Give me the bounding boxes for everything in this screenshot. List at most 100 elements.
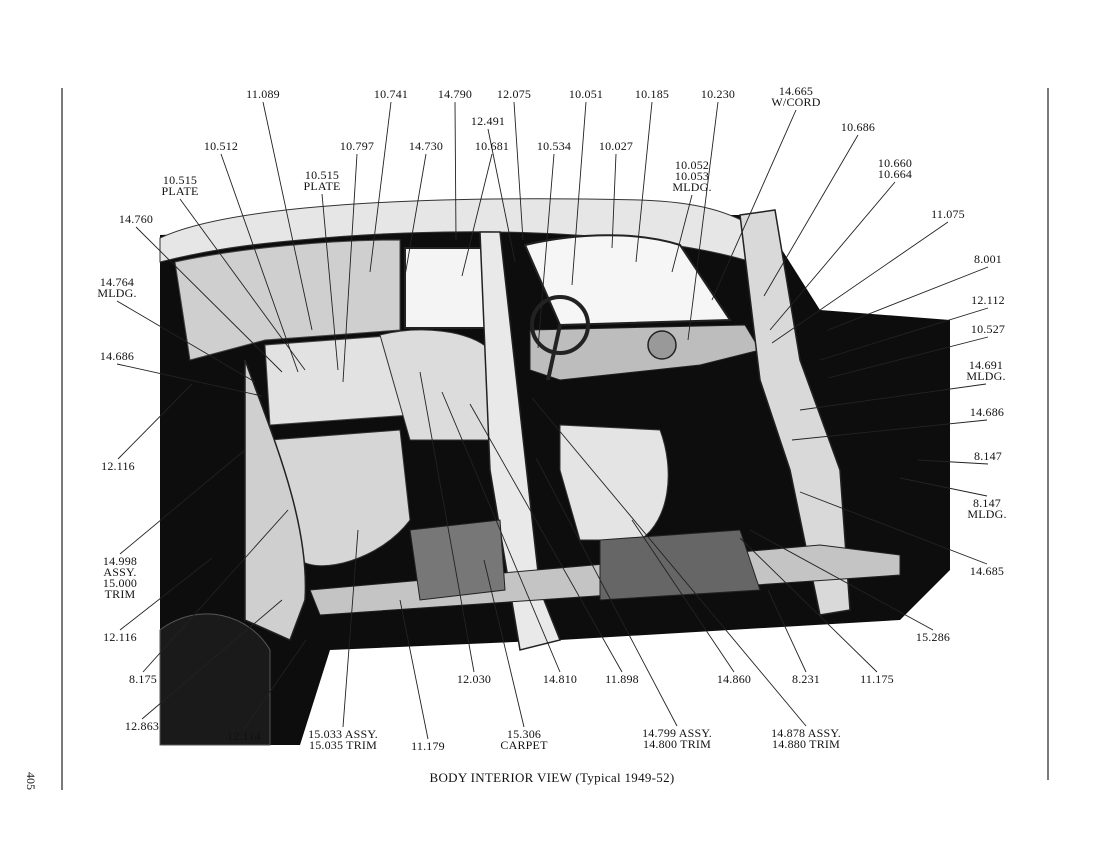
figure-caption: BODY INTERIOR VIEW (Typical 1949-52): [429, 770, 675, 785]
leader-line: [799, 383, 987, 411]
callout-label: 12.491: [470, 114, 506, 128]
callout-label: 14.686: [99, 349, 135, 363]
callout-label: 10.052 10.053 MLDG.: [672, 158, 712, 194]
leader-line: [404, 153, 427, 277]
page-number: 405: [24, 772, 38, 790]
callout-label: 10.797: [339, 139, 375, 153]
callout-label: 10.534: [536, 139, 572, 153]
leader-line: [243, 639, 307, 730]
steering-wheel: [530, 295, 590, 355]
callout-label: 14.691 MLDG.: [966, 358, 1006, 383]
callout-label: 14.790: [437, 87, 473, 101]
callout-label: 15.286: [915, 630, 951, 644]
leader-line: [571, 101, 587, 286]
leader-line: [469, 403, 623, 673]
rear-side-window: [404, 247, 486, 329]
front-seat-cushion: [559, 424, 669, 541]
leader-line: [537, 153, 555, 349]
leader-line: [441, 391, 561, 673]
leader-lines: [116, 101, 989, 740]
leader-line: [631, 519, 735, 673]
leader-line: [711, 109, 797, 301]
leader-line: [635, 101, 653, 263]
leader-line: [535, 457, 678, 727]
callout-label: 8.147: [974, 449, 1002, 463]
callout-label: 14.760: [118, 212, 154, 226]
leader-line: [671, 194, 693, 273]
callout-label: 11.075: [931, 207, 965, 221]
leader-line: [611, 153, 617, 249]
leader-line: [119, 449, 246, 555]
leader-line: [321, 193, 339, 371]
leader-line: [791, 419, 988, 441]
headliner: [174, 239, 401, 361]
callout-label: 10.660 10.664: [877, 156, 913, 181]
callout-label: 12.116: [103, 630, 137, 644]
callout-label: 10.185: [634, 87, 670, 101]
leader-line: [369, 101, 392, 273]
callout-label: 14.764 MLDG.: [97, 275, 137, 300]
leader-line: [461, 153, 493, 277]
leader-line: [749, 529, 934, 631]
callout-label: 14.665 W/CORD: [771, 84, 821, 109]
callout-label: 12.863: [124, 719, 160, 733]
callout-label: 10.027: [598, 139, 634, 153]
dashboard: [529, 324, 761, 381]
leader-line: [771, 221, 949, 344]
rear-fender: [159, 613, 271, 746]
callout-label: 14.730: [408, 139, 444, 153]
callout-label: 10.741: [373, 87, 409, 101]
callout-label: 10.527: [970, 322, 1006, 336]
callout-label: 10.686: [840, 120, 876, 134]
leader-line: [117, 383, 193, 460]
leader-line: [116, 363, 263, 397]
callout-label: 12.075: [496, 87, 532, 101]
leader-line: [116, 300, 256, 383]
callout-label: 12.030: [456, 672, 492, 686]
leader-line: [342, 153, 358, 383]
callout-label: 14.810: [542, 672, 578, 686]
leader-line: [819, 307, 989, 361]
speedometer: [647, 330, 677, 360]
callout-label: 15.306 CARPET: [500, 727, 548, 752]
callout-label: 11.179: [411, 739, 445, 753]
leader-line: [142, 509, 289, 673]
floor-carpet: [409, 519, 506, 601]
callout-label: 12.116: [101, 459, 135, 473]
callout-label: 14.686: [969, 405, 1005, 419]
callout-label: 10.230: [700, 87, 736, 101]
callout-label: 14.878 ASSY. 14.880 TRIM: [771, 726, 841, 751]
callout-label: 10.515 PLATE: [161, 173, 199, 198]
callout-label: 10.051: [568, 87, 604, 101]
callout-label: 14.685: [969, 564, 1005, 578]
leader-line: [799, 491, 988, 565]
callout-label: 11.898: [605, 672, 639, 686]
callout-label: 10.681: [474, 139, 510, 153]
callout-label: 12.112: [971, 293, 1005, 307]
callout-label: 15.033 ASSY. 15.035 TRIM: [308, 727, 378, 752]
leader-line: [827, 336, 989, 379]
leader-line: [739, 537, 878, 673]
leader-line: [220, 153, 299, 373]
callout-label: 14.799 ASSY. 14.800 TRIM: [642, 726, 712, 751]
callout-label: 8.231: [792, 672, 820, 686]
leader-line: [399, 599, 429, 740]
callout-label: 14.860: [716, 672, 752, 686]
leader-line: [687, 101, 719, 341]
leader-line: [763, 134, 859, 297]
callout-label: 12.114: [227, 729, 261, 743]
callout-label: 14.998 ASSY. 15.000 TRIM: [102, 554, 138, 601]
leader-line: [179, 198, 306, 371]
leader-line: [917, 459, 989, 465]
callout-label: 8.001: [974, 252, 1002, 266]
leader-line: [513, 101, 524, 241]
front-door: [739, 209, 851, 616]
leader-line: [119, 557, 213, 631]
leader-line: [487, 128, 516, 263]
leader-line: [483, 559, 525, 728]
leader-line: [769, 181, 896, 331]
leader-line: [135, 226, 283, 373]
leader-line: [767, 589, 807, 673]
